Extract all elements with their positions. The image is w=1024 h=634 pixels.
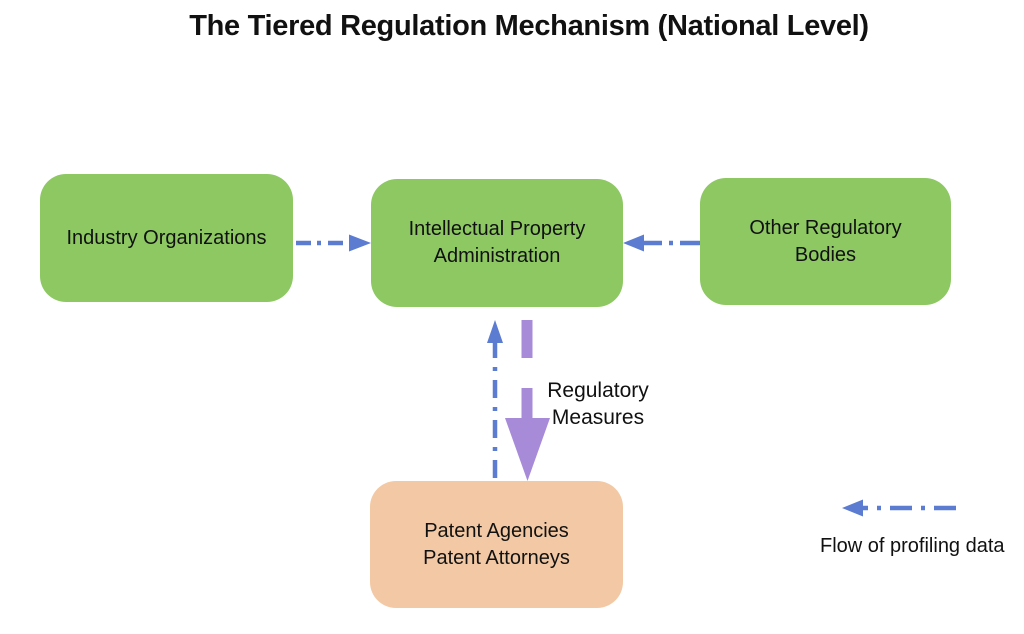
- node-patent-agencies-attorneys-label: Patent Agencies Patent Attorneys: [423, 519, 570, 569]
- arrow-other-to-ip-head-icon: [623, 234, 644, 252]
- arrow-ip-to-patent-head-icon: [505, 418, 550, 481]
- node-other-regulatory-bodies: Other Regulatory Bodies: [700, 178, 951, 305]
- legend-label: Flow of profiling data: [820, 535, 1005, 557]
- node-intellectual-property-administration-label: Intellectual Property Administration: [408, 218, 586, 267]
- arrow-patent-to-ip-head-icon: [487, 320, 503, 343]
- node-other-regulatory-bodies-label: Other Regulatory Bodies: [749, 216, 902, 266]
- arrow-industry-to-ip-head-icon: [349, 234, 371, 252]
- node-intellectual-property-administration: Intellectual Property Administration: [371, 179, 623, 307]
- regulatory-measures-label: Regulatory Measures: [547, 379, 649, 429]
- diagram-title: The Tiered Regulation Mechanism (Nationa…: [189, 10, 869, 42]
- node-industry-organizations: Industry Organizations: [40, 174, 293, 302]
- legend-arrow-head-icon: [842, 499, 863, 517]
- node-patent-agencies-attorneys: Patent Agencies Patent Attorneys: [370, 481, 623, 608]
- node-industry-organizations-label: Industry Organizations: [66, 226, 267, 249]
